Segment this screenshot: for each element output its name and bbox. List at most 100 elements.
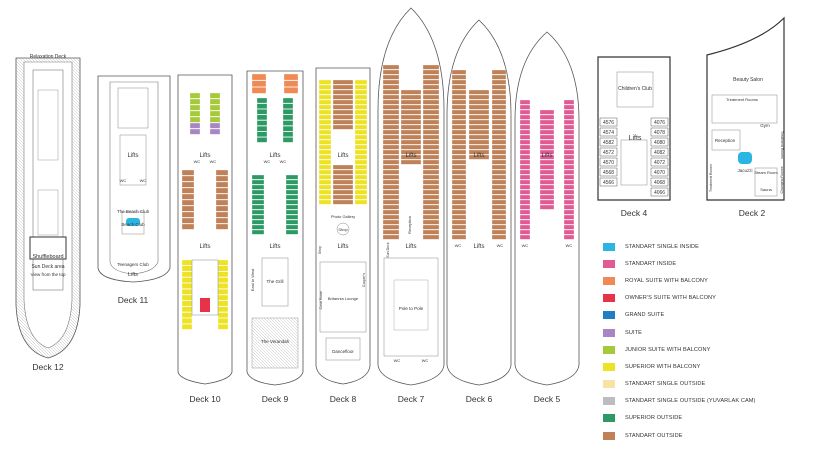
cabin-block bbox=[318, 129, 332, 135]
cabin-block bbox=[382, 119, 400, 125]
cabin-block bbox=[468, 104, 490, 110]
cabin-block bbox=[563, 174, 575, 180]
cabin-number: 4078 bbox=[654, 130, 665, 136]
cabin-block bbox=[563, 214, 575, 220]
cabin-block bbox=[318, 94, 332, 100]
cabin-block bbox=[256, 109, 268, 115]
cabin-block bbox=[468, 109, 490, 115]
deck-11-area-4: Beach Club bbox=[121, 222, 145, 227]
cabin-block bbox=[422, 169, 440, 175]
cabin-block bbox=[400, 154, 422, 160]
cabin-block bbox=[539, 199, 555, 205]
cabin-cell bbox=[650, 117, 669, 127]
deck-4-area-0: Children's Club bbox=[618, 86, 652, 92]
deck-7-area-3: Lifts bbox=[405, 244, 416, 250]
cabin-block bbox=[422, 114, 440, 120]
cabin-block bbox=[382, 134, 400, 140]
deck-2-area-9: Changing Rooms bbox=[780, 166, 784, 193]
cabin-block bbox=[563, 194, 575, 200]
cabin-block bbox=[539, 164, 555, 170]
cabin-block bbox=[181, 193, 195, 200]
cabin-block bbox=[354, 154, 368, 160]
cabin-block bbox=[519, 184, 531, 190]
cabin-block bbox=[251, 194, 265, 200]
cabin-block bbox=[181, 181, 195, 188]
cabin-block bbox=[451, 154, 467, 160]
cabin-block bbox=[539, 154, 555, 160]
deck-9-label: Deck 9 bbox=[262, 394, 289, 404]
cabin-block bbox=[519, 199, 531, 205]
legend-item: OWNER'S SUITE WITH BALCONY bbox=[603, 290, 833, 307]
cabin-number: 4076 bbox=[654, 120, 665, 126]
legend-label: SUITE bbox=[625, 329, 642, 336]
deck-10-label: Deck 10 bbox=[189, 394, 220, 404]
cabin-block bbox=[400, 109, 422, 115]
cabin-block bbox=[519, 214, 531, 220]
cabin-block bbox=[539, 159, 555, 165]
cabin-block bbox=[563, 134, 575, 140]
cabin-block bbox=[382, 204, 400, 210]
cabin-block bbox=[181, 223, 195, 230]
cabin-block bbox=[468, 99, 490, 105]
deck-2-area-7: Steam Room bbox=[754, 170, 778, 175]
cabin-block bbox=[215, 205, 229, 212]
cabin-block bbox=[422, 189, 440, 195]
cabin-block bbox=[451, 199, 467, 205]
cabin-block bbox=[491, 134, 507, 140]
cabin-block bbox=[382, 154, 400, 160]
cabin-block bbox=[181, 175, 195, 182]
cabin-block bbox=[282, 137, 294, 143]
cabin-block bbox=[422, 129, 440, 135]
cabin-block bbox=[285, 209, 299, 215]
cabin-block bbox=[422, 209, 440, 215]
cabin-block bbox=[451, 134, 467, 140]
cabin-block bbox=[382, 99, 400, 105]
cabin-block bbox=[283, 73, 299, 81]
cabin-block bbox=[217, 294, 229, 301]
cabin-block bbox=[468, 154, 490, 160]
cabin-block bbox=[451, 179, 467, 185]
cabin-block bbox=[491, 189, 507, 195]
cabin-block bbox=[382, 224, 400, 230]
cabin-block bbox=[354, 169, 368, 175]
cabin-cell bbox=[650, 177, 669, 187]
cabin-block bbox=[422, 134, 440, 140]
cabin-block bbox=[491, 169, 507, 175]
cabin-block bbox=[519, 104, 531, 110]
cabin-number: 4574 bbox=[603, 130, 614, 136]
cabin-block bbox=[451, 79, 467, 85]
cabin-block bbox=[451, 129, 467, 135]
cabin-block bbox=[217, 306, 229, 313]
deck-12-area-1: Shuffleboard bbox=[32, 254, 63, 260]
cabin-cell bbox=[650, 127, 669, 137]
cabin-block bbox=[215, 217, 229, 224]
deck-11-area-2: WC bbox=[140, 178, 147, 183]
cabin-block bbox=[451, 89, 467, 95]
deck-7-area-4: Pole to Pole bbox=[399, 306, 424, 311]
cabin-block bbox=[422, 229, 440, 235]
cabin-block bbox=[563, 204, 575, 210]
deck-9-area-3: Lifts bbox=[269, 244, 280, 250]
cabin-block bbox=[282, 120, 294, 126]
legend-item: STANDART SINGLE INSIDE bbox=[603, 238, 833, 255]
cabin-block bbox=[181, 289, 193, 295]
cabin-block bbox=[251, 184, 265, 190]
cabin-block bbox=[422, 159, 440, 165]
cabin-block bbox=[332, 79, 354, 85]
cabin-block bbox=[209, 128, 221, 135]
cabin-block bbox=[491, 144, 507, 150]
cabin-number: 4576 bbox=[603, 120, 614, 126]
cabin-block bbox=[318, 144, 332, 150]
cabin-block bbox=[539, 114, 555, 120]
legend-label: SUPERIOR WITH BALCONY bbox=[625, 363, 701, 370]
cabin-block bbox=[451, 149, 467, 155]
cabin-block bbox=[217, 265, 229, 272]
cabin-block bbox=[318, 174, 332, 180]
cabin-block bbox=[318, 109, 332, 115]
legend-item: SUPERIOR WITH BALCONY bbox=[603, 358, 833, 375]
cabin-block bbox=[519, 124, 531, 130]
cabin-block bbox=[382, 179, 400, 185]
cabin-block bbox=[354, 99, 368, 105]
legend-item: SUITE bbox=[603, 324, 833, 341]
cabin-block bbox=[209, 104, 221, 111]
